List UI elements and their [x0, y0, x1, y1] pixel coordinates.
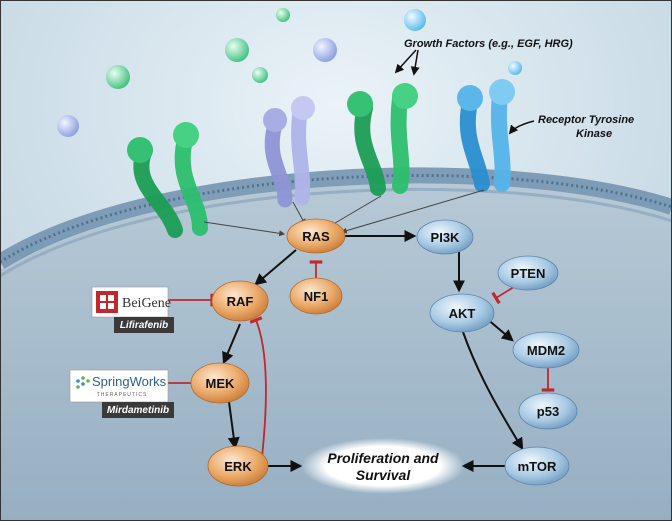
growth-factor-ligands: [57, 8, 522, 137]
node-raf-label: RAF: [227, 294, 254, 309]
node-mek: MEK: [190, 362, 250, 404]
outcome-label-line1: Proliferation and: [327, 450, 439, 466]
node-raf: RAF: [211, 280, 269, 322]
beigene-logo-mark: [96, 291, 118, 313]
node-mtor: mTOR: [504, 446, 570, 486]
springworks-logo-subtext: THERAPEUTICS: [97, 392, 148, 398]
node-mdm2: MDM2: [512, 331, 580, 369]
beigene-drug-box: BeiGene Lifirafenib: [91, 286, 174, 333]
node-akt: AKT: [429, 293, 495, 333]
node-nf1-label: NF1: [304, 289, 329, 304]
beigene-logo-text: BeiGene: [122, 296, 171, 311]
node-nf1: NF1: [289, 277, 343, 315]
node-p53: p53: [518, 392, 578, 430]
mirdametinib-label: Mirdametinib: [107, 405, 169, 416]
receptor-green-2: [347, 83, 418, 196]
node-ras: RAS: [286, 218, 346, 254]
node-p53-label: p53: [537, 404, 559, 419]
node-ras-label: RAS: [302, 229, 330, 244]
node-akt-label: AKT: [449, 306, 476, 321]
receptor-label-line2: Kinase: [576, 128, 612, 140]
receptor-label-line1: Receptor Tyrosine: [538, 114, 634, 126]
node-outcome: Proliferation and Survival: [301, 438, 465, 494]
lifirafenib-label: Lifirafenib: [120, 320, 168, 331]
receptor-green-1: [127, 122, 208, 238]
springworks-logo-mark: [76, 376, 90, 389]
node-mtor-label: mTOR: [518, 459, 557, 474]
node-pi3k: PI3K: [416, 219, 474, 255]
node-mek-label: MEK: [206, 376, 236, 391]
springworks-drug-box: SpringWorks THERAPEUTICS Mirdametinib: [69, 369, 174, 418]
receptor-blue: [457, 79, 515, 192]
node-pi3k-label: PI3K: [431, 230, 461, 245]
node-mdm2-label: MDM2: [527, 343, 565, 358]
node-erk-label: ERK: [224, 459, 252, 474]
receptor-to-ras-arrows: [203, 189, 485, 237]
springworks-logo-text: SpringWorks: [92, 374, 167, 389]
node-pten-label: PTEN: [511, 266, 546, 281]
node-erk: ERK: [207, 445, 269, 487]
outcome-label-line2: Survival: [356, 467, 412, 483]
inhibition-lines: [168, 260, 555, 458]
node-pten: PTEN: [497, 255, 559, 291]
receptor-lavender: [263, 96, 315, 208]
growth-factors-label: Growth Factors (e.g., EGF, HRG): [404, 38, 573, 50]
